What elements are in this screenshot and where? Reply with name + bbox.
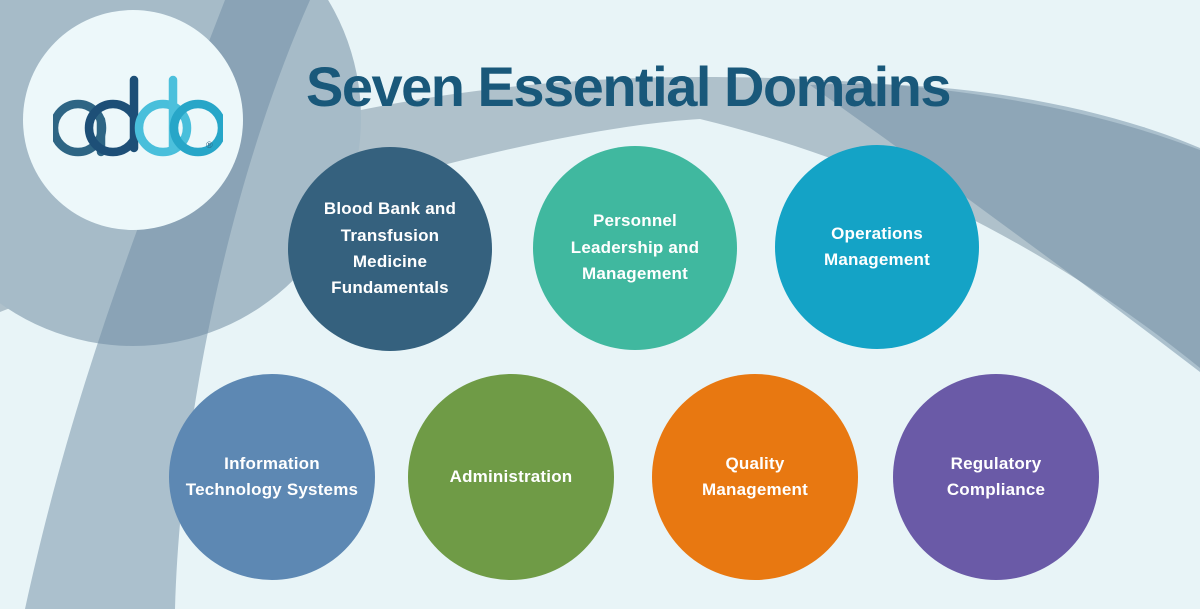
domain-label: Regulatory Compliance [946, 453, 1046, 499]
domain-circle-regulatory-compliance: Regulatory Compliance [893, 374, 1099, 580]
domain-circle-information-technology: Information Technology Systems [169, 374, 375, 580]
logo-letter-b2 [169, 99, 223, 157]
right-band-arc [810, 83, 1200, 373]
domain-label: Personnel Leadership and Management [570, 211, 700, 284]
registered-trademark: ® [206, 140, 213, 150]
left-band-arc [25, 0, 310, 609]
domain-circle-quality-management: Quality Management [652, 374, 858, 580]
page-title: Seven Essential Domains [305, 54, 952, 118]
aabb-logo [53, 75, 223, 157]
logo-letter-b1 [134, 99, 192, 157]
domain-circle-operations-management: Operations Management [775, 145, 979, 349]
domain-label: Quality Management [702, 453, 808, 499]
domain-label: Information Technology Systems [185, 453, 359, 499]
domain-label: Blood Bank and Transfusion Medicine Fund… [323, 199, 457, 298]
domain-label: Administration [449, 466, 573, 486]
domain-label: Operations Management [824, 223, 930, 269]
domain-circle-blood-bank: Blood Bank and Transfusion Medicine Fund… [288, 147, 492, 351]
domain-circle-personnel-leadership: Personnel Leadership and Management [533, 146, 737, 350]
domain-circle-administration: Administration [408, 374, 614, 580]
